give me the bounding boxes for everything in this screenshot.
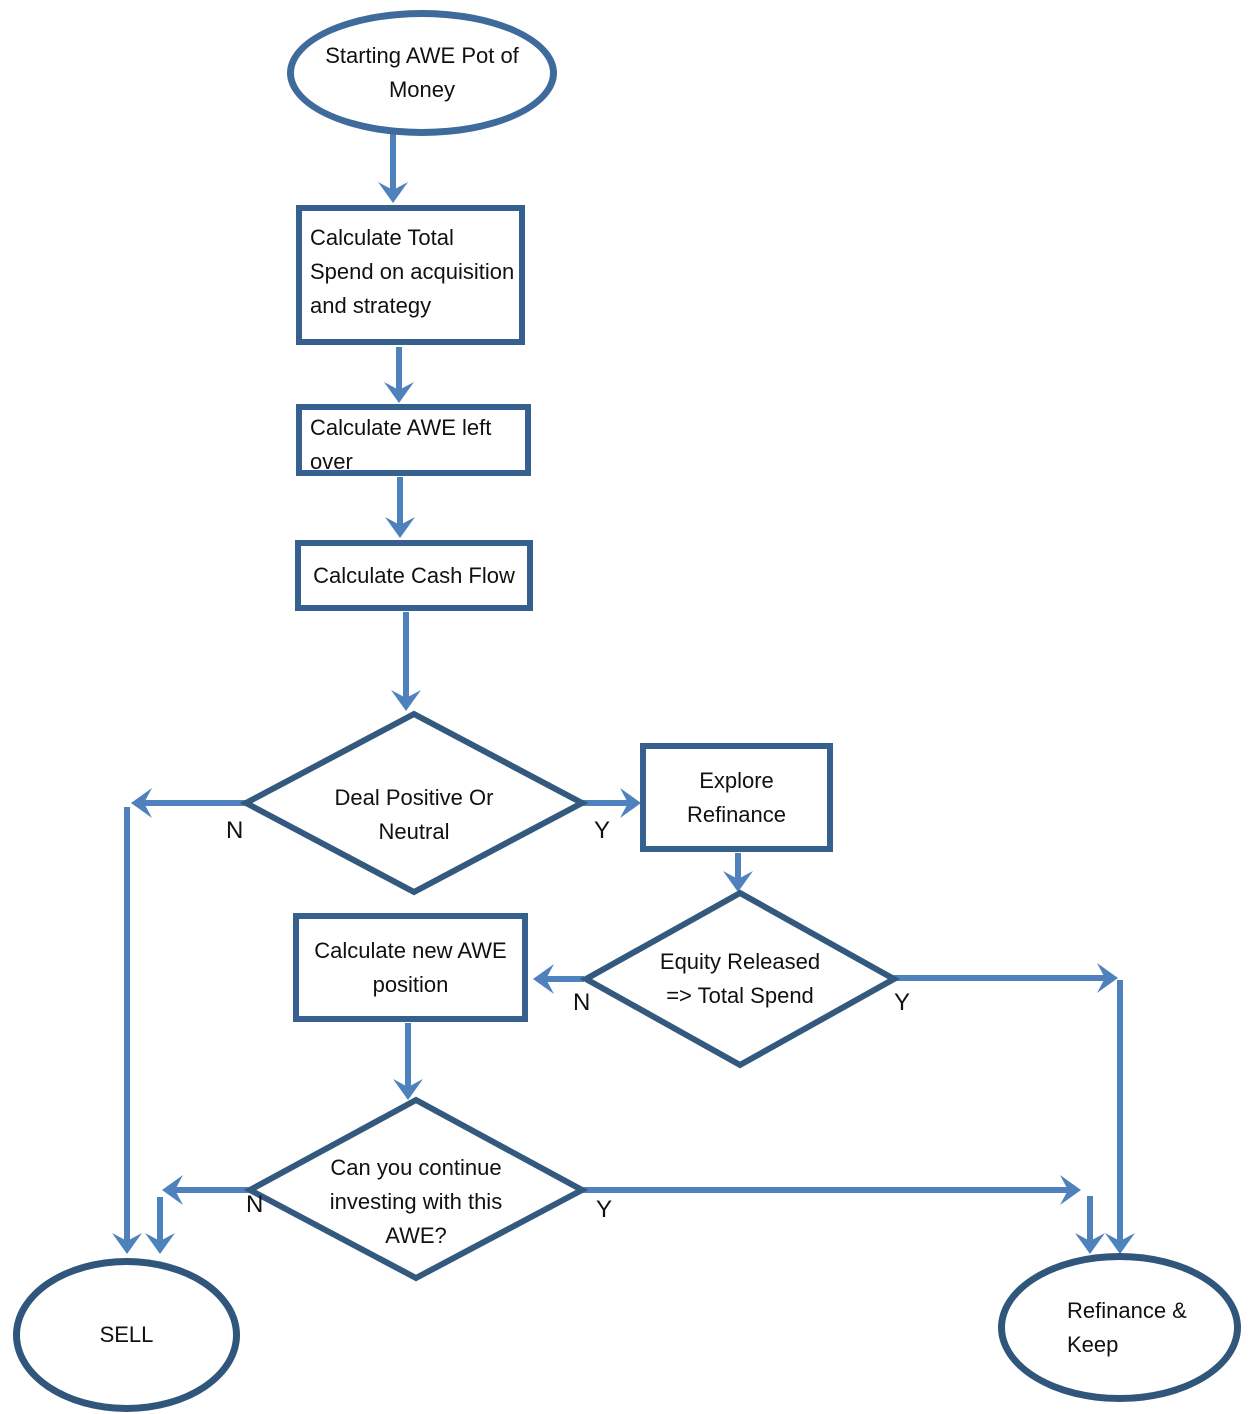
branch-label-deal-positive-no: N [226, 817, 244, 844]
arrowhead-right-icon [1060, 1175, 1081, 1205]
node-text: Spend on acquisition [310, 259, 515, 284]
edge-deal-positive-no-to-sell[interactable] [112, 788, 250, 1254]
node-text: Equity Released [659, 949, 821, 974]
edge-continue-investing-yes-to-refinance-keep[interactable] [578, 1175, 1105, 1254]
arrowhead-right-icon [620, 788, 641, 818]
node-text: Can you continue [330, 1155, 502, 1180]
node-text: Money [388, 77, 456, 102]
node-text: position [372, 971, 449, 997]
decision-equity-released-text: Equity Released => Total Spend [586, 893, 894, 1065]
node-text: over [310, 449, 353, 474]
node-text: Calculate Total [310, 225, 454, 250]
arrowhead-down-icon [723, 871, 753, 892]
arrowhead-down-icon [384, 382, 414, 403]
edge-calc-total-spend-to-calc-awe-left[interactable] [384, 347, 414, 403]
branch-label-equity-released-yes: Y [894, 989, 911, 1016]
process-explore-refinance[interactable]: Explore Refinance [640, 743, 833, 852]
branch-label-deal-positive-yes: Y [594, 817, 611, 844]
node-text: AWE? [385, 1223, 447, 1248]
node-text: Deal Positive Or [334, 785, 494, 810]
arrowhead-down-icon [393, 1079, 423, 1100]
edge-equity-released-yes-to-refinance-keep[interactable] [890, 963, 1135, 1254]
branch-label-continue-investing-no: N [246, 1191, 264, 1218]
edge-continue-investing-no-to-sell[interactable] [145, 1175, 254, 1254]
node-text: investing with this [329, 1189, 503, 1214]
branch-label-equity-released-no: N [573, 989, 591, 1016]
arrowhead-down-icon [1105, 1233, 1135, 1254]
decision-continue-investing-shape[interactable] [243, 1096, 589, 1282]
node-text: Neutral [378, 819, 450, 844]
edge-calc-awe-left-to-calc-cash-flow[interactable] [385, 477, 415, 538]
arrowhead-left-icon [162, 1175, 183, 1205]
arrowhead-right-icon [1097, 963, 1118, 993]
decision-deal-positive-text: Deal Positive Or Neutral [246, 714, 582, 892]
node-text: SELL [99, 1322, 154, 1347]
node-text: Starting AWE Pot of [325, 43, 519, 68]
decision-deal-positive-shape[interactable] [239, 710, 589, 896]
decision-continue-investing-text: Can you continue investing with this AWE… [250, 1100, 582, 1278]
node-text: => Total Spend [666, 983, 814, 1008]
process-calc-cash-flow[interactable]: Calculate Cash Flow [295, 540, 533, 611]
edge-calc-new-awe-to-continue-investing[interactable] [393, 1023, 423, 1100]
node-text: Calculate AWE left [310, 415, 492, 440]
node-text: Calculate new AWE [314, 937, 507, 963]
node-text: Keep [1067, 1331, 1119, 1357]
edge-start-to-calc-total-spend[interactable] [378, 134, 408, 203]
edge-explore-refinance-to-equity-released[interactable] [723, 853, 753, 892]
node-text: and strategy [310, 293, 432, 318]
process-calc-new-awe-position[interactable]: Calculate new AWE position [293, 913, 528, 1022]
arrowhead-down-icon [112, 1233, 142, 1254]
process-calc-awe-left-over[interactable]: Calculate AWE left over [296, 404, 531, 476]
arrowhead-down-icon [385, 517, 415, 538]
terminator-start[interactable]: Starting AWE Pot of Money [287, 10, 557, 136]
arrowhead-down-icon [1075, 1233, 1105, 1254]
arrowhead-left-icon [131, 788, 152, 818]
branch-label-continue-investing-yes: Y [596, 1196, 613, 1223]
node-text: Refinance [686, 801, 787, 827]
edge-equity-released-no-to-calc-new-awe[interactable] [533, 964, 584, 994]
node-text: Calculate Cash Flow [313, 562, 515, 588]
edge-calc-cash-flow-to-deal-positive[interactable] [391, 612, 421, 711]
arrowhead-down-icon [391, 690, 421, 711]
arrowhead-down-icon [145, 1233, 175, 1254]
terminator-sell[interactable]: SELL [13, 1258, 240, 1412]
terminator-refinance-and-keep[interactable]: Refinance & Keep [998, 1253, 1241, 1402]
arrowhead-down-icon [378, 182, 408, 203]
node-text: Refinance & [1067, 1297, 1187, 1323]
arrowhead-left-icon [533, 964, 554, 994]
node-text: Explore [699, 767, 774, 793]
process-calc-total-spend[interactable]: Calculate Total Spend on acquisition and… [296, 205, 525, 345]
decision-equity-released-shape[interactable] [579, 889, 901, 1069]
